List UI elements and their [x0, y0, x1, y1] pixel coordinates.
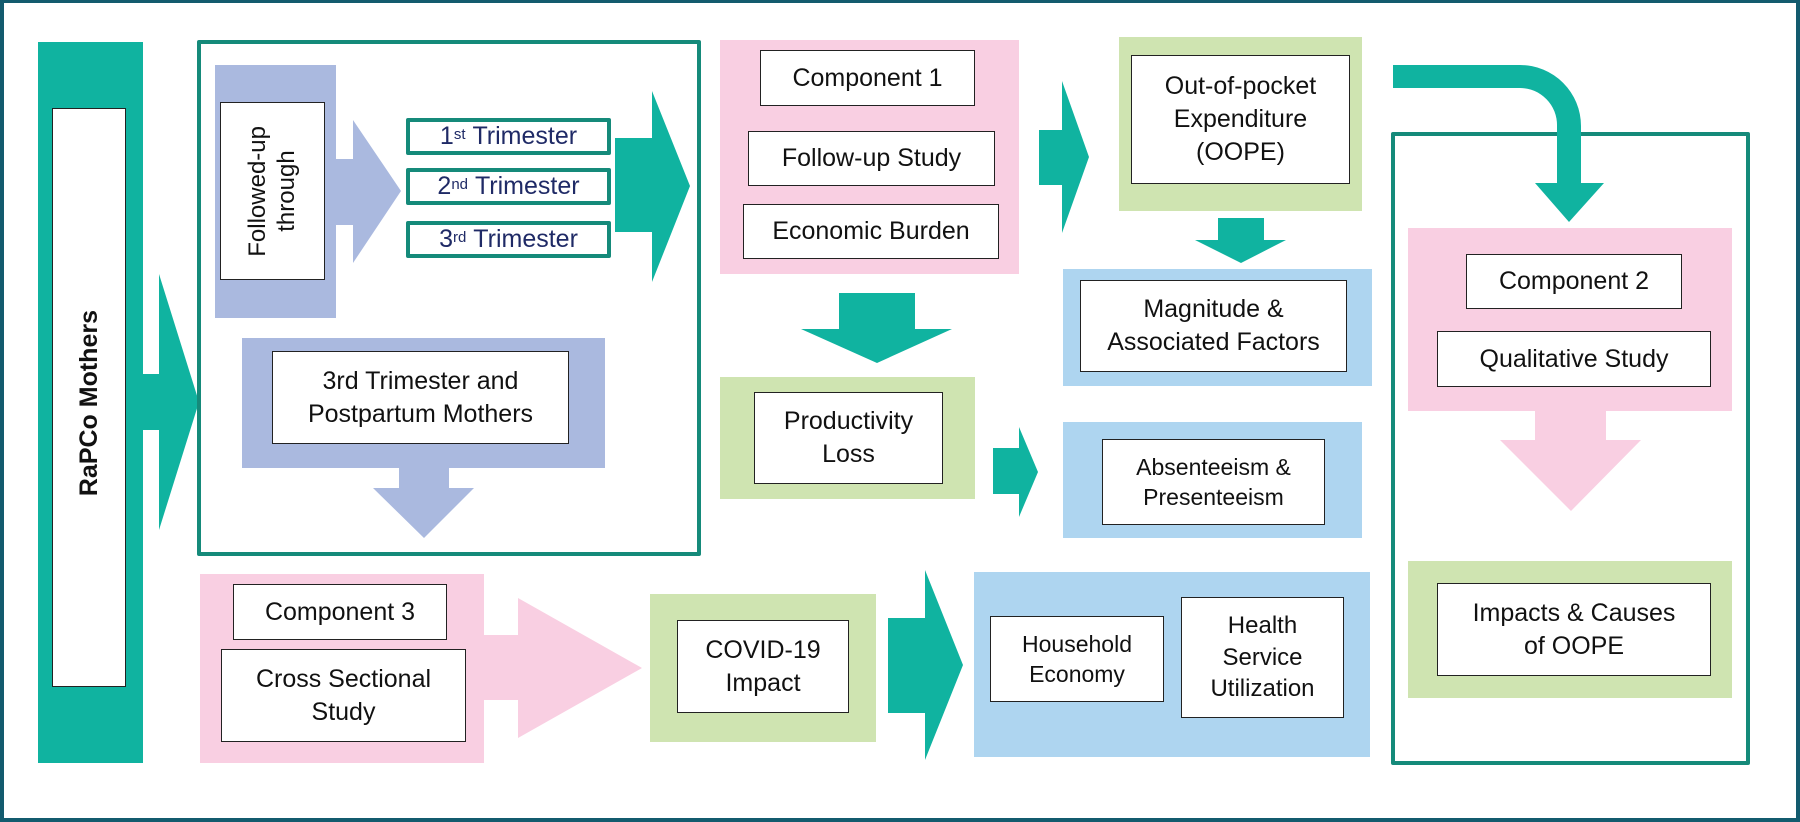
arrow-component2-down — [1500, 411, 1641, 511]
trimester-1-num: 1 — [439, 122, 454, 150]
health-line3: Utilization — [1210, 675, 1315, 703]
arrow-trimesters-to-component1 — [615, 91, 690, 282]
oope-label-box: Out-of-pocket Expenditure (OOPE) — [1131, 55, 1350, 184]
trimester-2-num: 2 — [437, 172, 452, 200]
productivity-label-box: Productivity Loss — [754, 392, 943, 484]
arrow-covid-to-outcomes — [888, 570, 963, 760]
postpartum-line2: Postpartum Mothers — [307, 399, 534, 428]
health-service-box: Health Service Utilization — [1181, 597, 1344, 718]
household-economy-box: Household Economy — [990, 616, 1164, 702]
component2-title: Component 2 — [1498, 267, 1650, 295]
absenteeism-line1: Absenteeism & — [1136, 453, 1291, 480]
followup-study-label: Follow-up Study — [781, 144, 962, 172]
arrow-rapco-to-followup — [143, 274, 199, 530]
health-line2: Service — [1222, 643, 1303, 671]
oope-line2: Expenditure — [1173, 105, 1308, 133]
postpartum-label-box: 3rd Trimester and Postpartum Mothers — [272, 351, 569, 444]
productivity-line1: Productivity — [783, 407, 914, 435]
arrow-oope-to-component2 — [1393, 65, 1604, 222]
arrow-component3-to-covid — [484, 598, 642, 738]
oope-line3: (OOPE) — [1196, 138, 1285, 166]
productivity-line2: Loss — [822, 440, 875, 468]
oope-line1: Out-of-pocket — [1164, 72, 1317, 100]
component2-title-box: Component 2 — [1466, 254, 1682, 309]
covid-line2: Impact — [725, 668, 801, 697]
magnitude-label-box: Magnitude & Associated Factors — [1080, 280, 1347, 372]
arrow-followup-to-trimesters — [336, 120, 401, 263]
absenteeism-label-box: Absenteeism & Presenteeism — [1102, 439, 1325, 525]
economic-burden-label: Economic Burden — [772, 217, 970, 245]
trimester-2-word: Trimester — [474, 172, 580, 200]
component1-title-box: Component 1 — [760, 50, 975, 106]
component3-title: Component 3 — [264, 597, 416, 626]
arrow-oope-to-magnitude — [1195, 218, 1286, 263]
followup-study-box: Follow-up Study — [748, 131, 995, 186]
population-label-box: RaPCo Mothers — [52, 108, 126, 687]
trimester-2-suffix: nd — [451, 176, 468, 193]
trimester-3-suffix: rd — [452, 229, 467, 246]
cross-sectional-line2: Study — [311, 697, 376, 726]
trimester-3-num: 3 — [439, 225, 453, 253]
arrow-productivity-to-absenteeism — [993, 427, 1038, 517]
absenteeism-line2: Presenteeism — [1143, 484, 1284, 510]
health-line1: Health — [1227, 611, 1298, 639]
qualitative-study-label: Qualitative Study — [1479, 344, 1669, 373]
followup-label-box: Followed-up through — [220, 102, 325, 280]
impacts-label-box: Impacts & Causes of OOPE — [1437, 583, 1711, 676]
arrow-component1-to-productivity — [801, 293, 952, 363]
economic-burden-box: Economic Burden — [743, 204, 999, 259]
trimester-1-word: Trimester — [472, 122, 578, 150]
arrow-component1-to-oope — [1039, 81, 1089, 233]
followup-section-frame — [197, 40, 701, 556]
household-line1: Household — [1022, 630, 1132, 657]
covid-line1: COVID-19 — [705, 635, 821, 664]
magnitude-line1: Magnitude & — [1143, 295, 1284, 323]
magnitude-line2: Associated Factors — [1107, 328, 1320, 356]
trimester-1-suffix: st — [453, 126, 466, 143]
impacts-line1: Impacts & Causes — [1472, 598, 1676, 627]
trimester-3-word: Trimester — [473, 225, 578, 253]
arrow-postpartum-down — [373, 468, 474, 538]
cross-sectional-line1: Cross Sectional — [255, 664, 432, 693]
impacts-line2: of OOPE — [1523, 631, 1625, 660]
component1-title: Component 1 — [792, 63, 943, 92]
cross-sectional-box: Cross Sectional Study — [221, 649, 466, 742]
qualitative-study-box: Qualitative Study — [1437, 331, 1711, 387]
household-line2: Economy — [1029, 661, 1125, 687]
component3-title-box: Component 3 — [233, 584, 447, 640]
postpartum-line1: 3rd Trimester and — [322, 366, 519, 395]
covid-label-box: COVID-19 Impact — [677, 620, 849, 713]
